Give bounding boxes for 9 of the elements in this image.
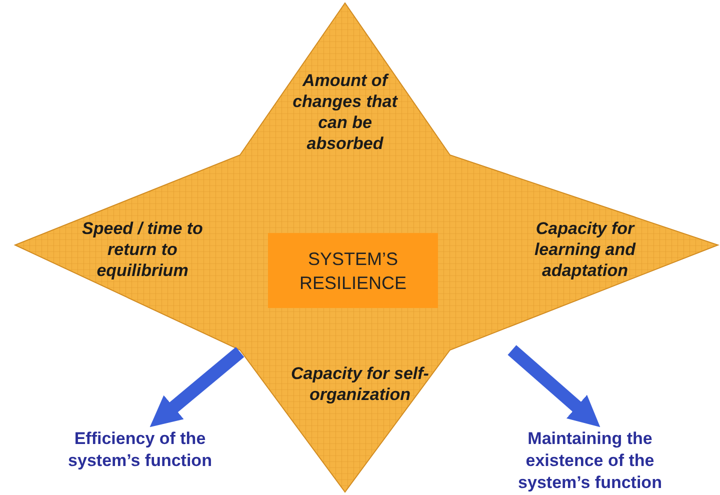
star-text: Capacity for self-organization — [290, 363, 430, 405]
star-text: Capacity for learning and adaptation — [533, 218, 637, 281]
arrow — [508, 345, 600, 428]
star-text: Speed / time to return to equilibrium — [81, 218, 204, 281]
outcome-text: Efficiency of the system’s function — [45, 428, 235, 478]
outcome-text: Maintaining the existence of the system’s function — [500, 428, 680, 494]
star-text: Amount of changes that can be absorbed — [292, 70, 399, 154]
arrow — [150, 347, 244, 428]
center-box: SYSTEM’S RESILIENCE — [268, 233, 438, 308]
